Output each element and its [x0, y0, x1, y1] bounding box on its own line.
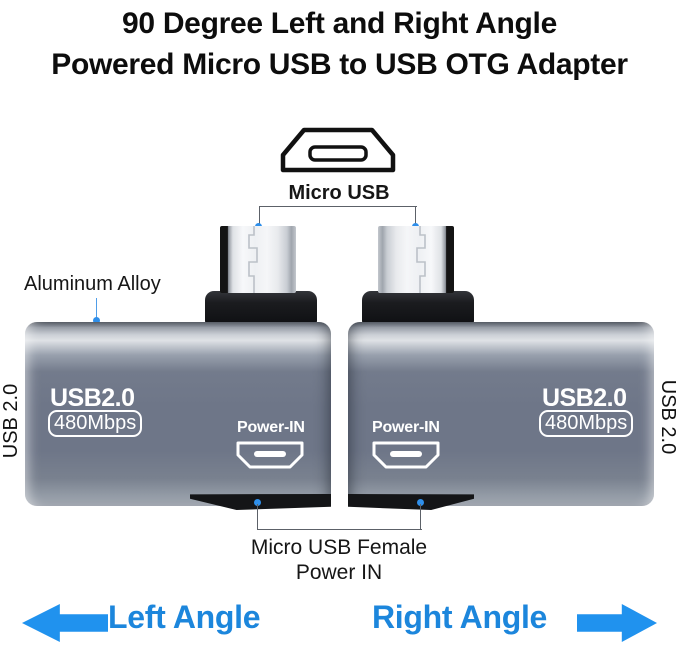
power-in-label: Power-IN — [372, 419, 440, 436]
usb2-label: USB2.0 — [542, 384, 627, 412]
speed-badge: 480Mbps — [539, 410, 634, 437]
title-line-2: Powered Micro USB to USB OTG Adapter — [51, 48, 628, 81]
bracket-line-right — [420, 504, 421, 530]
micro-usb-plug-right — [378, 226, 454, 293]
callout-line-blue — [96, 298, 97, 319]
micro-usb-label: Micro USB — [288, 182, 390, 204]
title-line-1: 90 Degree Left and Right Angle — [122, 7, 557, 40]
bracket-line-right — [415, 206, 416, 225]
bracket-line-top — [259, 206, 417, 207]
micro-usb-plug-left — [220, 226, 296, 293]
power-in-label: Power-IN — [237, 419, 305, 436]
adapter-right: Power-IN USB2.0 480Mbps — [348, 322, 654, 506]
bracket-line-left — [257, 504, 258, 530]
plug-seam-detail — [248, 226, 258, 293]
speed-badge: 480Mbps — [48, 410, 143, 437]
aluminum-alloy-label: Aluminum Alloy — [24, 273, 161, 295]
power-in-callout-label: Power IN — [295, 561, 383, 584]
plug-base-right — [362, 291, 474, 324]
page-title: 90 Degree Left and Right Angle Powered M… — [0, 3, 679, 85]
plug-base-left — [205, 291, 317, 324]
side-usb-label-right: USB 2.0 — [657, 379, 679, 455]
bottom-port-right — [348, 494, 474, 510]
left-angle-label: Left Angle — [108, 599, 261, 635]
side-usb-label-left: USB 2.0 — [0, 383, 22, 459]
right-angle-label: Right Angle — [372, 599, 548, 635]
adapter-left: USB2.0 480Mbps Power-IN — [25, 322, 331, 506]
left-arrow-icon — [22, 604, 108, 642]
bracket-line-bottom — [257, 529, 422, 530]
micro-usb-female-label: Micro USB Female — [250, 536, 428, 559]
plug-seam-detail — [416, 226, 426, 293]
right-arrow-icon — [577, 604, 657, 642]
callout-dot — [254, 499, 261, 506]
power-port-icon — [372, 441, 440, 469]
power-port-icon — [236, 441, 304, 469]
callout-dot — [417, 499, 424, 506]
callout-dot — [93, 317, 100, 324]
usb2-label: USB2.0 — [50, 384, 135, 412]
bracket-line-left — [259, 206, 260, 225]
micro-usb-connector-icon — [280, 127, 396, 173]
